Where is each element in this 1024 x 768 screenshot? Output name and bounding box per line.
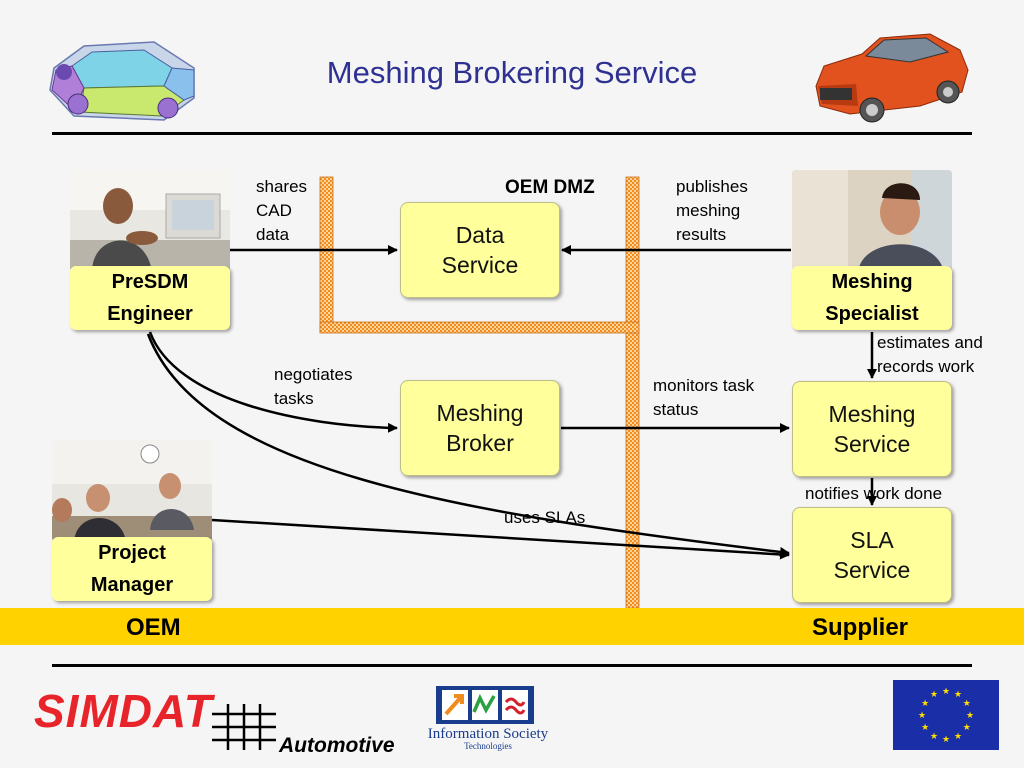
top-divider [52, 132, 972, 135]
specialist-photo [792, 170, 952, 272]
red-car-icon [815, 33, 969, 123]
eu-star: ★ [918, 710, 926, 720]
arrow-negotiates-tasks [148, 331, 398, 433]
simdat-logo: SIMDAT [34, 685, 213, 737]
eu-star: ★ [921, 722, 929, 732]
org-band [0, 608, 1024, 645]
estimates-work-label: estimates and records work [877, 333, 983, 376]
supplier-label: Supplier [812, 614, 909, 641]
eu-star: ★ [963, 722, 971, 732]
page-title: Meshing Brokering Service [326, 55, 698, 90]
eu-star: ★ [942, 734, 950, 744]
presdm-engineer-label: PreSDM Engineer [70, 266, 230, 330]
negotiates-tasks-label: negotiates tasks [274, 365, 353, 408]
eu-star: ★ [954, 731, 962, 741]
arrow-manager-uses-slas [211, 518, 790, 560]
eu-star: ★ [954, 689, 962, 699]
oem-dmz-label: OEM DMZ [505, 177, 595, 198]
project-manager-label: Project Manager [52, 537, 212, 601]
oem-label: OEM [126, 614, 181, 641]
shares-cad-data-label: shares CAD data [256, 177, 308, 244]
ist-title: Information Society [428, 726, 549, 742]
engineer-photo [70, 170, 230, 272]
eu-star: ★ [930, 689, 938, 699]
eu-star: ★ [942, 686, 950, 696]
grid-icon [212, 704, 276, 750]
manager-photo [52, 440, 212, 542]
car-wireframe-icon [49, 41, 195, 121]
meshing-specialist-label: Meshing Specialist [792, 266, 952, 330]
eu-star: ★ [963, 698, 971, 708]
bottom-divider [52, 664, 972, 667]
monitors-status-label: monitors task status [653, 376, 755, 419]
arrow-engineer-uses-slas [146, 333, 790, 557]
publishes-results-label: publishes meshing results [676, 177, 748, 244]
eu-star: ★ [921, 698, 929, 708]
information-society-logo: Information Society Technologies [428, 686, 549, 751]
eu-flag-icon: ★★★★★★★★★★★★ [893, 680, 999, 750]
ist-subtitle: Technologies [464, 741, 512, 751]
eu-star: ★ [966, 710, 974, 720]
uses-slas-label: uses SLAs [504, 508, 586, 527]
automotive-label: Automotive [279, 734, 395, 757]
eu-star: ★ [930, 731, 938, 741]
dmz-fence [319, 176, 640, 609]
notifies-done-label: notifies work done [805, 484, 943, 503]
